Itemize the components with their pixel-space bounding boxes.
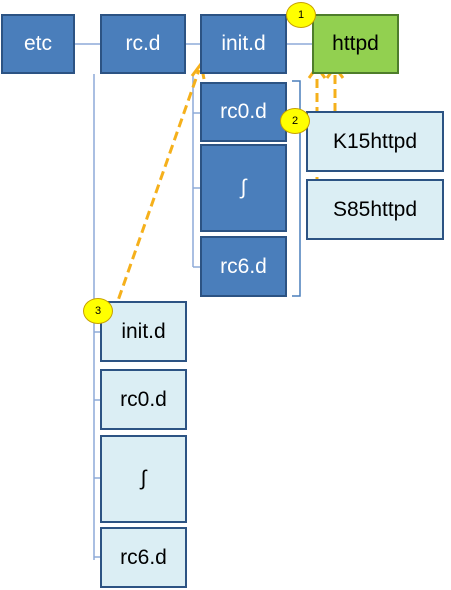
node-rc6d: rc6.d (200, 236, 287, 297)
node-ellipsis: ∫ (200, 144, 287, 232)
node-etc-ellipsis: ∫ (100, 435, 187, 523)
node-k15httpd: K15httpd (306, 111, 444, 172)
node-rc0d: rc0.d (200, 82, 287, 142)
node-s85httpd: S85httpd (306, 179, 444, 240)
node-etc-initd: init.d (100, 301, 187, 362)
node-rcd: rc.d (100, 14, 186, 74)
badge-1: 1 (286, 2, 316, 28)
node-httpd: httpd (312, 14, 399, 74)
node-etc-rc6d: rc6.d (100, 527, 187, 588)
node-etc-rc0d: rc0.d (100, 369, 187, 430)
node-initd: init.d (200, 14, 287, 74)
badge-2: 2 (280, 108, 310, 134)
node-etc: etc (1, 14, 75, 74)
badge-3: 3 (83, 298, 113, 324)
arrow-line-3 (112, 69, 201, 313)
bracket (292, 80, 301, 297)
